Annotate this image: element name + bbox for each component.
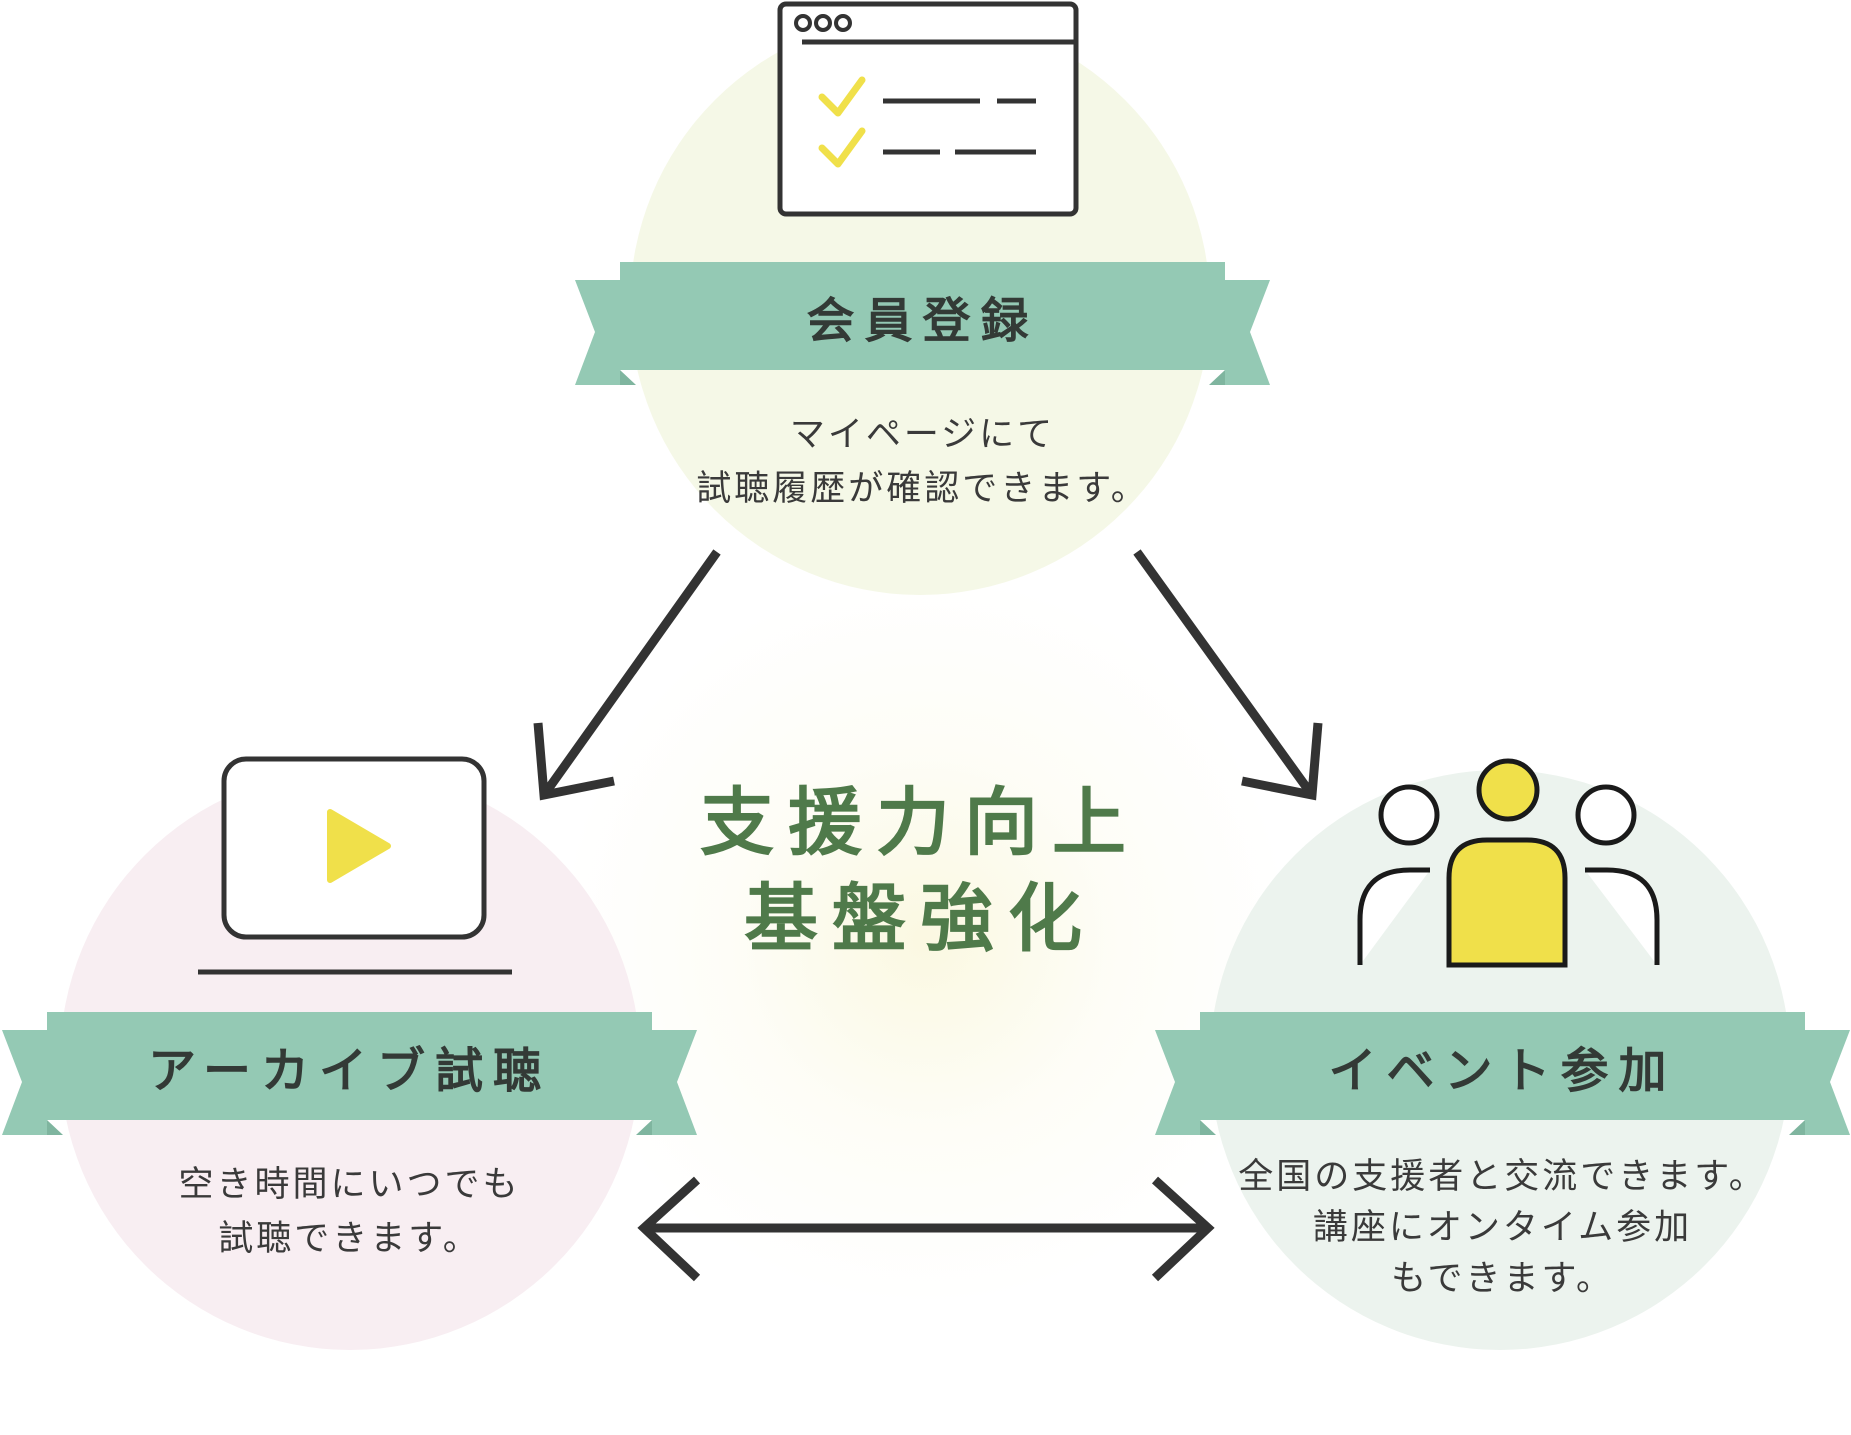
ribbon-membership xyxy=(575,262,1270,385)
membership-title: 会員登録 xyxy=(806,293,1039,349)
archive-title: アーカイブ試聴 xyxy=(147,1043,552,1099)
arrow-membership-to-archive xyxy=(533,549,721,801)
center-title: 支援力向上 基盤強化 xyxy=(640,775,1200,967)
archive-desc-line: 空き時間にいつでも xyxy=(178,1165,521,1205)
event-desc-line: もできます。 xyxy=(1390,1259,1615,1299)
ribbon-event xyxy=(1155,1012,1850,1135)
center-title-line2: 基盤強化 xyxy=(744,876,1096,962)
browser-checklist-icon xyxy=(777,1,1079,217)
membership-desc-line: 試聴履歴が確認できます。 xyxy=(696,469,1149,509)
event-description: 全国の支援者と交流できます。 講座にオンタイム参加 もできます。 xyxy=(1200,1152,1805,1305)
event-desc-line: 全国の支援者と交流できます。 xyxy=(1238,1157,1767,1197)
membership-desc-line: マイページにて xyxy=(789,415,1056,455)
people-group-icon xyxy=(1357,758,1660,968)
laptop-play-icon xyxy=(198,756,512,975)
center-title-line1: 支援力向上 xyxy=(700,780,1140,866)
arrow-membership-to-event xyxy=(1133,549,1323,801)
archive-description: 空き時間にいつでも 試聴できます。 xyxy=(47,1158,652,1266)
arrow-archive-event-bidirectional xyxy=(637,1176,1215,1282)
center-glow xyxy=(545,560,1305,1320)
event-title: イベント参加 xyxy=(1328,1043,1677,1099)
event-desc-line: 講座にオンタイム参加 xyxy=(1312,1208,1693,1248)
archive-desc-line: 試聴できます。 xyxy=(218,1219,481,1259)
membership-description: マイページにて 試聴履歴が確認できます。 xyxy=(620,408,1225,516)
ribbon-archive xyxy=(2,1012,697,1135)
